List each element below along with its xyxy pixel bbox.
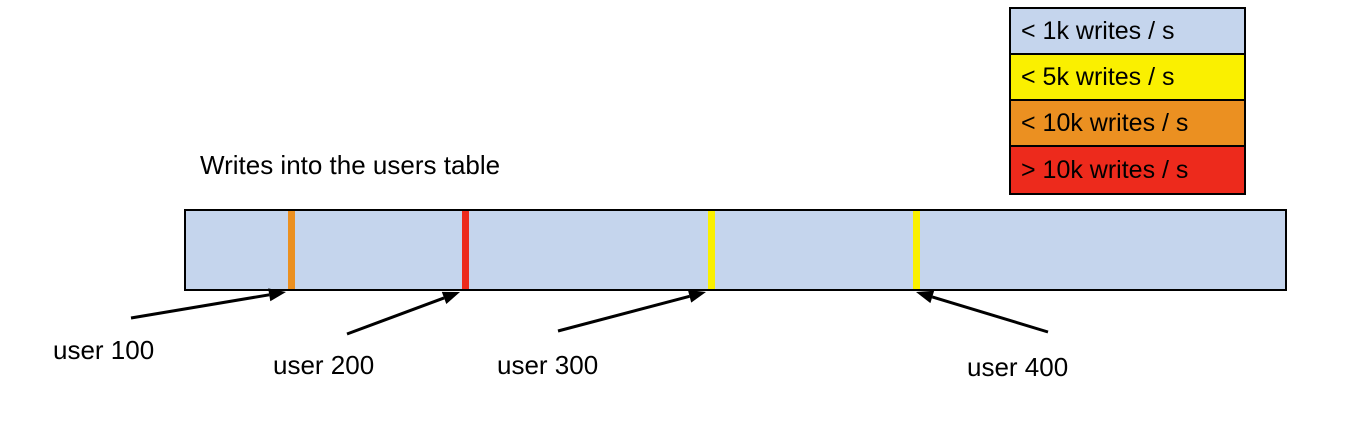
arrow-shaft-1	[130, 293, 270, 320]
legend-label-lt-1k: < 1k writes / s	[1021, 16, 1175, 45]
legend: < 1k writes / s < 5k writes / s < 10k wr…	[1009, 7, 1246, 195]
legend-row-lt-1k: < 1k writes / s	[1011, 9, 1244, 55]
legend-row-lt-5k: < 5k writes / s	[1011, 55, 1244, 101]
arrow-head-4	[916, 290, 935, 304]
legend-label-gt-10k: > 10k writes / s	[1021, 155, 1189, 184]
user-300-stripe	[708, 211, 715, 289]
pointer-label-user-400: user 400	[967, 352, 1069, 382]
users-table-bar	[184, 209, 1287, 291]
arrow-shaft-2	[346, 296, 445, 336]
legend-row-gt-10k: > 10k writes / s	[1011, 147, 1244, 193]
arrow-head-3	[687, 290, 706, 303]
legend-row-lt-10k: < 10k writes / s	[1011, 101, 1244, 147]
pointer-label-user-300: user 300	[497, 350, 599, 380]
legend-label-lt-10k: < 10k writes / s	[1021, 108, 1189, 137]
user-400-stripe	[913, 211, 920, 289]
pointer-label-user-100: user 100	[53, 335, 155, 365]
legend-label-lt-5k: < 5k writes / s	[1021, 62, 1175, 91]
arrow-head-2	[441, 291, 460, 305]
arrow-shaft-3	[557, 294, 690, 333]
user-100-stripe	[288, 211, 295, 289]
arrow-shaft-4	[931, 295, 1049, 334]
pointer-label-user-200: user 200	[273, 350, 375, 380]
chart-title: Writes into the users table	[200, 150, 501, 180]
user-200-stripe	[462, 211, 469, 289]
